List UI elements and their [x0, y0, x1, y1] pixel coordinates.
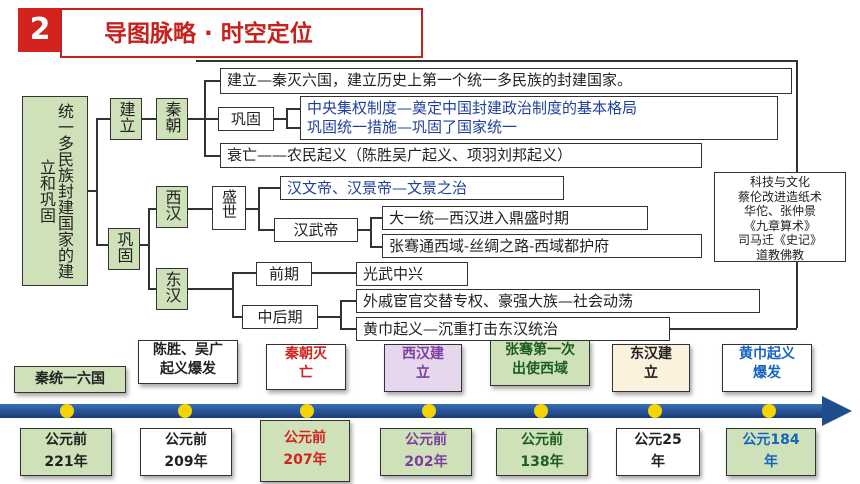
connector: [796, 262, 798, 328]
late-text-2: 黄巾起义—沉重打击东汉统治: [356, 317, 670, 341]
event-zhangqian-mission: 张骞第一次 出使西域: [490, 340, 590, 386]
event-chensheng-uprising: 陈胜、吴广 起义爆发: [138, 340, 238, 384]
connector: [370, 217, 382, 219]
event-qin-unification: 秦统一六国: [14, 366, 126, 393]
qin-consolidate-1: 中央集权制度—奠定中国封建政治制度的基本格局: [307, 99, 638, 117]
connector: [318, 316, 340, 318]
wudi-label: 汉武帝: [274, 218, 358, 242]
date-209bc: 公元前 209年: [140, 428, 232, 476]
connector: [232, 272, 256, 274]
branch-establish: 建立: [110, 98, 142, 140]
timeline-bar: [0, 404, 828, 418]
culture-line: 华佗、张仲景: [743, 204, 816, 218]
connector: [246, 208, 258, 210]
event-western-han-founded: 西汉建 立: [384, 344, 462, 392]
qin-consolidate-2: 巩固统一措施—巩固了国家统一: [307, 118, 518, 136]
connector: [340, 300, 356, 302]
branch-consolidate: 巩固: [108, 228, 140, 270]
eastern-han-box: 东汉: [156, 268, 188, 310]
connector: [340, 328, 356, 330]
connector: [142, 118, 156, 120]
timeline-dot: [422, 404, 436, 418]
event-eastern-han-founded: 东汉建 立: [612, 344, 690, 392]
connector: [312, 272, 356, 274]
connector: [258, 229, 274, 231]
wudi-text-1: 大一统—西汉进入鼎盛时期: [382, 206, 648, 230]
qin-consolidate-label: 巩固: [218, 107, 274, 131]
connector: [96, 244, 108, 246]
connector: [204, 155, 220, 157]
timeline-dot: [648, 404, 662, 418]
wudi-text-2: 张骞通西域-丝绸之路-西域都护府: [382, 234, 702, 258]
connector: [286, 127, 300, 129]
timeline-dot: [534, 404, 548, 418]
connector: [370, 246, 382, 248]
culture-line: 司马迁《史记》: [737, 233, 822, 247]
date-202bc: 公元前 202年: [380, 428, 472, 476]
culture-box: 科技与文化 蔡伦改进造纸术 华佗、张仲景 《九章算术》 司马迁《史记》 道教佛教: [714, 172, 846, 262]
connector: [204, 80, 220, 82]
connector: [232, 316, 242, 318]
culture-line: 《九章算术》: [743, 218, 816, 233]
prosperous-box: 盛世: [212, 186, 246, 230]
late-text-1: 外戚宦官交替专权、豪强大族—社会动荡: [356, 289, 760, 313]
connector: [670, 328, 797, 330]
connector: [188, 288, 232, 290]
date-207bc: 公元前 207年: [260, 420, 350, 482]
timeline-dot: [60, 404, 74, 418]
early-label: 前期: [256, 262, 312, 286]
qin-decline-text: 衰亡——农民起义（陈胜吴广起义、项羽刘邦起义）: [220, 143, 702, 168]
late-label: 中后期: [242, 305, 318, 329]
connector: [196, 60, 796, 62]
culture-line: 科技与文化: [749, 175, 810, 189]
connector: [286, 108, 288, 128]
section-number-badge: 2: [18, 8, 62, 52]
culture-line: 道教佛教: [755, 247, 804, 262]
connector: [188, 118, 204, 120]
date-184ad: 公元184 年: [726, 428, 816, 476]
western-han-box: 西汉: [156, 186, 188, 228]
date-25ad: 公元25 年: [616, 428, 700, 476]
connector: [188, 208, 212, 210]
connector: [148, 288, 156, 290]
qin-consolidate-box: 中央集权制度—奠定中国封建政治制度的基本格局 巩固统一措施—巩固了国家统一: [300, 96, 778, 140]
connector: [796, 60, 798, 172]
connector: [148, 208, 150, 288]
early-text: 光武中兴: [356, 262, 468, 286]
culture-line: 蔡伦改进造纸术: [737, 189, 822, 204]
timeline-dot: [762, 404, 776, 418]
connector: [140, 244, 148, 246]
connector: [232, 272, 234, 316]
date-221bc: 公元前 221年: [20, 428, 112, 476]
event-qin-fall: 秦朝灭 亡: [266, 344, 346, 390]
wenjing-text: 汉文帝、汉景帝—文景之治: [280, 176, 564, 200]
connector: [274, 118, 286, 120]
qin-dynasty-box: 秦朝: [156, 98, 188, 140]
root-box: 统一多民族封建国家的建立和巩固: [22, 96, 88, 286]
connector: [258, 187, 280, 189]
qin-establish-text: 建立—秦灭六国，建立历史上第一个统一多民族的封建国家。: [220, 68, 792, 94]
timeline-dot: [178, 404, 192, 418]
timeline-axis: [0, 396, 852, 426]
root-label: 统一多民族封建国家的建立和巩固: [37, 103, 74, 279]
connector: [358, 229, 370, 231]
connector: [88, 190, 96, 192]
connector: [96, 118, 98, 244]
connector: [204, 80, 206, 155]
connector: [340, 300, 342, 328]
title-frame: [60, 8, 423, 58]
connector: [148, 208, 156, 210]
connector: [204, 118, 218, 120]
connector: [258, 187, 260, 229]
connector: [370, 217, 372, 246]
timeline-arrowhead: [822, 396, 852, 426]
date-138bc: 公元前 138年: [496, 428, 588, 476]
event-yellow-turban-uprising: 黄巾起义 爆发: [722, 344, 812, 392]
timeline-dot: [300, 404, 314, 418]
connector: [96, 118, 110, 120]
page-title: 导图脉略 · 时空定位: [104, 21, 313, 47]
connector: [286, 108, 300, 110]
